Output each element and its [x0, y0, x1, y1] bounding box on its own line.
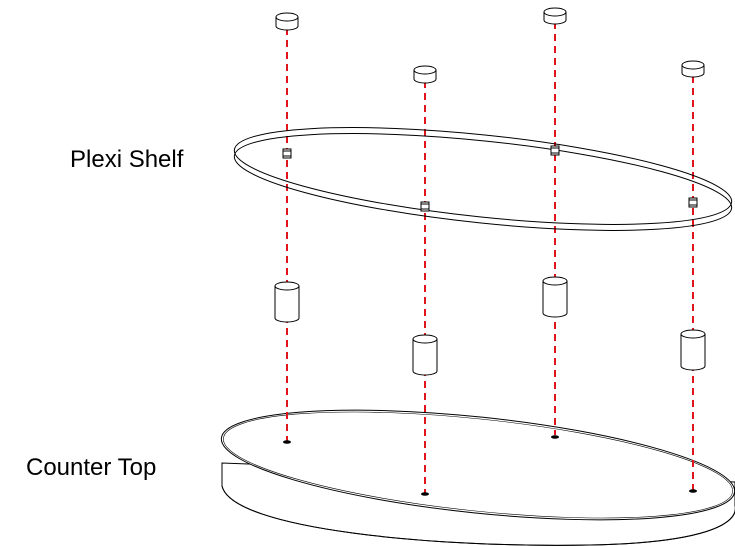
cap-4 [681, 60, 705, 78]
counter-hole-1 [283, 440, 291, 444]
plexi-shelf [233, 127, 733, 231]
counter-hole-2 [421, 492, 429, 496]
plexi-shelf-top-edge [233, 127, 733, 225]
shelf-connector-3 [550, 145, 560, 156]
shelf-connector-2 [420, 201, 430, 212]
counter-top-bottom-edge [221, 485, 735, 546]
spacer-tube-4 [680, 329, 706, 371]
spacer-tubes [274, 276, 706, 376]
counter-holes [283, 435, 697, 496]
counter-hole-4 [689, 489, 697, 493]
top-caps [275, 7, 705, 84]
counter-hole-3 [551, 435, 559, 439]
plexi-shelf-bottom-edge [233, 133, 733, 231]
counter-top [220, 409, 735, 546]
plexi-shelf-label: Plexi Shelf [70, 146, 184, 173]
shelf-connectors [282, 145, 698, 212]
cap-1 [275, 12, 299, 31]
counter-top-surface-inner [223, 411, 733, 519]
cap-2 [413, 65, 437, 84]
spacer-tube-2 [412, 334, 438, 376]
counter-top-label: Counter Top [26, 454, 157, 481]
shelf-connector-4 [688, 197, 698, 208]
shelf-connector-1 [282, 148, 292, 159]
spacer-tube-3 [542, 276, 568, 318]
spacer-tube-1 [274, 281, 300, 323]
cap-3 [543, 7, 567, 25]
